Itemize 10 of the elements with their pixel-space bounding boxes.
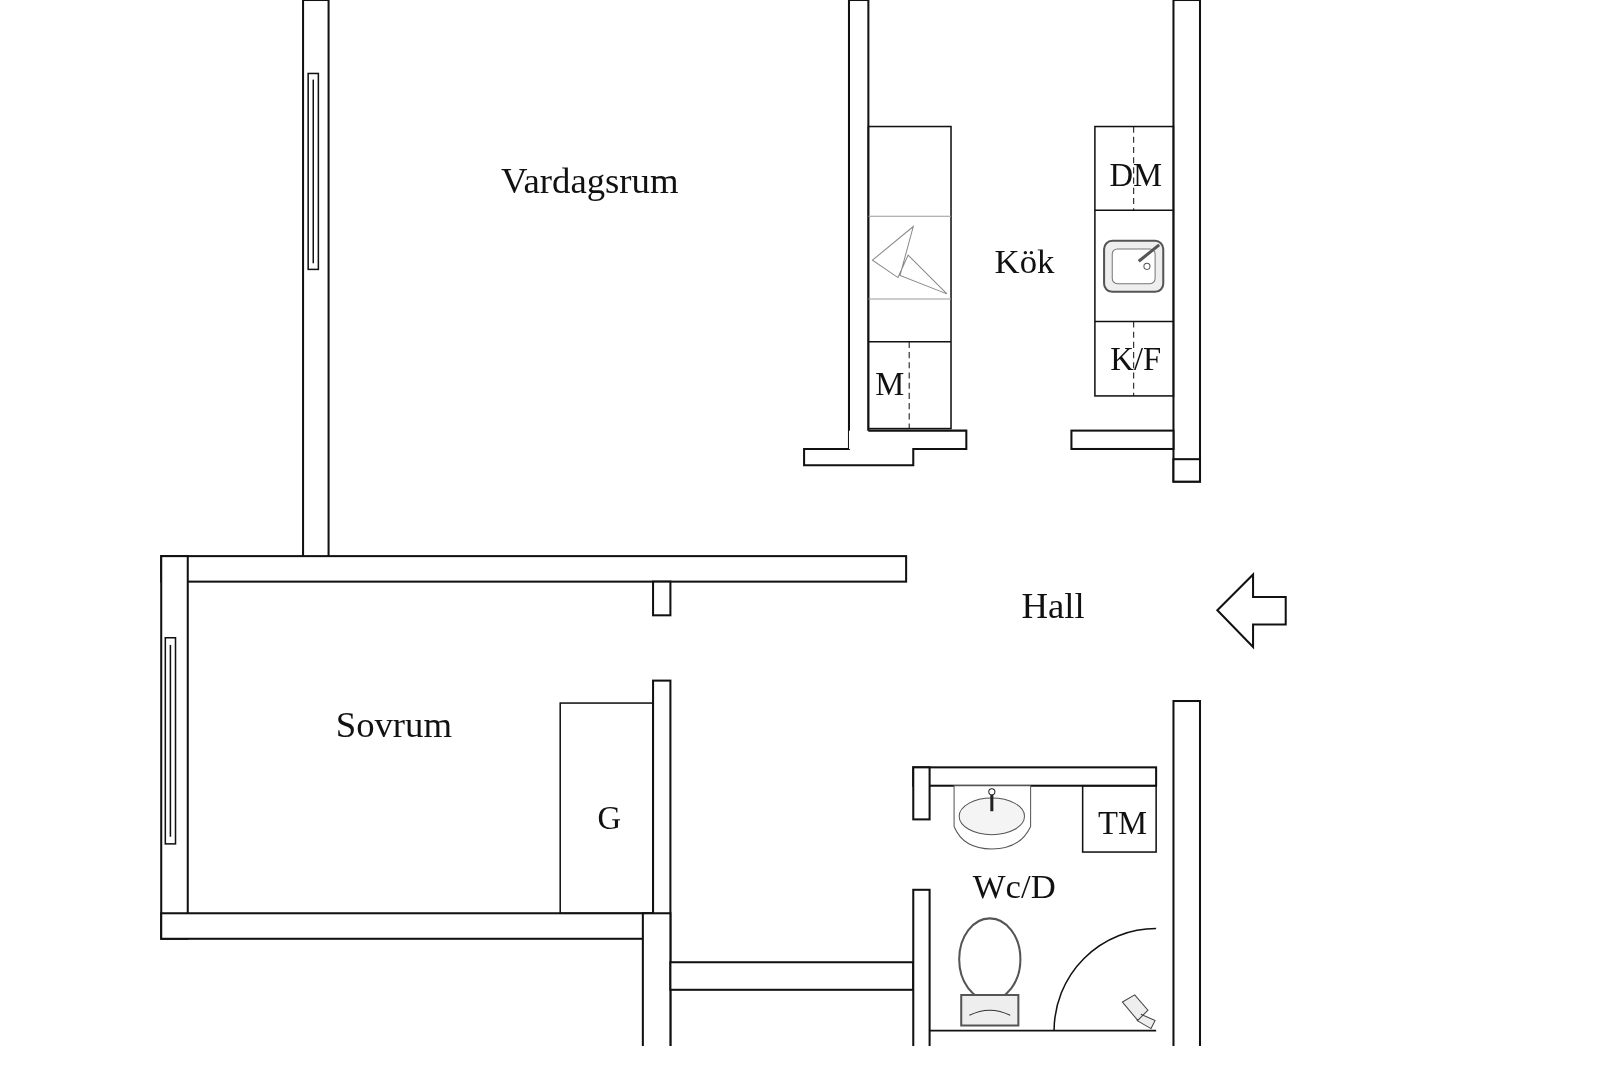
room-label: Wc/D [972,869,1056,905]
appliance-label: M [875,367,905,400]
room-label: Vardagsrum [501,162,679,199]
closet-label: G [597,801,621,834]
room-label: Sovrum [335,706,453,743]
room-label: Hall [1021,587,1085,625]
appliance-label: K/F [1110,342,1162,376]
appliance-label: DM [1109,158,1162,191]
room-label: Kök [994,244,1055,280]
appliance-label: TM [1097,806,1147,839]
